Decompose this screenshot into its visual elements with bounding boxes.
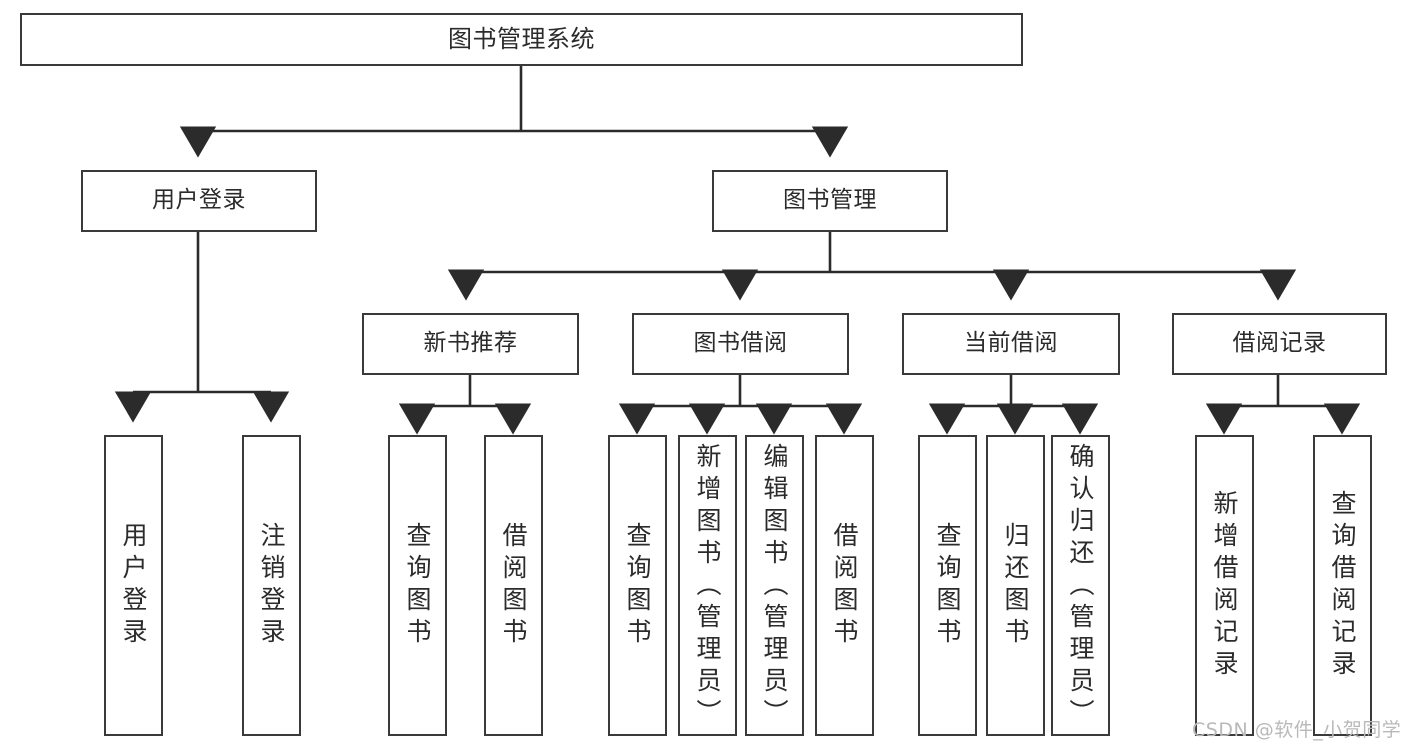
node-label: 归还图书 [1001, 521, 1030, 650]
node-label: 查询图书 [933, 521, 962, 650]
node-book-management[interactable]: 图书管理 [712, 170, 948, 232]
leaf-borrow-add-book[interactable]: 新增图书（管理员） [678, 435, 737, 736]
node-label: 查询借阅记录 [1328, 489, 1357, 682]
node-label: 新增图书（管理员） [693, 443, 722, 731]
leaf-current-confirm-return[interactable]: 确认归还（管理员） [1051, 435, 1110, 736]
node-label: 图书管理系统 [448, 25, 595, 54]
node-label: 借阅记录 [1232, 330, 1327, 357]
leaf-record-query[interactable]: 查询借阅记录 [1313, 435, 1372, 736]
node-user-login[interactable]: 用户登录 [81, 170, 317, 232]
node-label: 查询图书 [623, 521, 652, 650]
node-label: 图书借阅 [693, 330, 788, 357]
leaf-borrow-query-book[interactable]: 查询图书 [608, 435, 667, 736]
node-current-borrow[interactable]: 当前借阅 [902, 313, 1120, 375]
node-label: 编辑图书（管理员） [760, 443, 789, 731]
node-label: 新增借阅记录 [1210, 489, 1239, 682]
node-label: 查询图书 [403, 521, 432, 650]
node-new-book-recommend[interactable]: 新书推荐 [362, 313, 579, 375]
leaf-borrow-borrow-book[interactable]: 借阅图书 [815, 435, 874, 736]
leaf-current-query-book[interactable]: 查询图书 [918, 435, 977, 736]
node-label: 当前借阅 [964, 330, 1058, 357]
leaf-record-add[interactable]: 新增借阅记录 [1195, 435, 1254, 736]
node-label: 用户登录 [119, 521, 148, 650]
leaf-borrow-edit-book[interactable]: 编辑图书（管理员） [745, 435, 804, 736]
leaf-user-logout[interactable]: 注销登录 [242, 435, 301, 736]
node-label: 图书管理 [783, 187, 877, 214]
leaf-recommend-borrow-book[interactable]: 借阅图书 [484, 435, 543, 736]
node-root-system[interactable]: 图书管理系统 [20, 13, 1023, 66]
node-borrow-record[interactable]: 借阅记录 [1172, 313, 1387, 375]
node-book-borrow[interactable]: 图书借阅 [632, 313, 849, 375]
leaf-recommend-query-book[interactable]: 查询图书 [388, 435, 447, 736]
csdn-watermark: CSDN @软件_小贺同学 [1192, 719, 1402, 741]
node-label: 新书推荐 [423, 330, 518, 357]
node-label: 用户登录 [152, 187, 246, 214]
leaf-user-login[interactable]: 用户登录 [104, 435, 163, 736]
node-label: 借阅图书 [830, 521, 859, 650]
node-label: 注销登录 [257, 521, 286, 650]
leaf-current-return-book[interactable]: 归还图书 [986, 435, 1045, 736]
node-label: 确认归还（管理员） [1066, 443, 1095, 731]
node-label: 借阅图书 [499, 521, 528, 650]
